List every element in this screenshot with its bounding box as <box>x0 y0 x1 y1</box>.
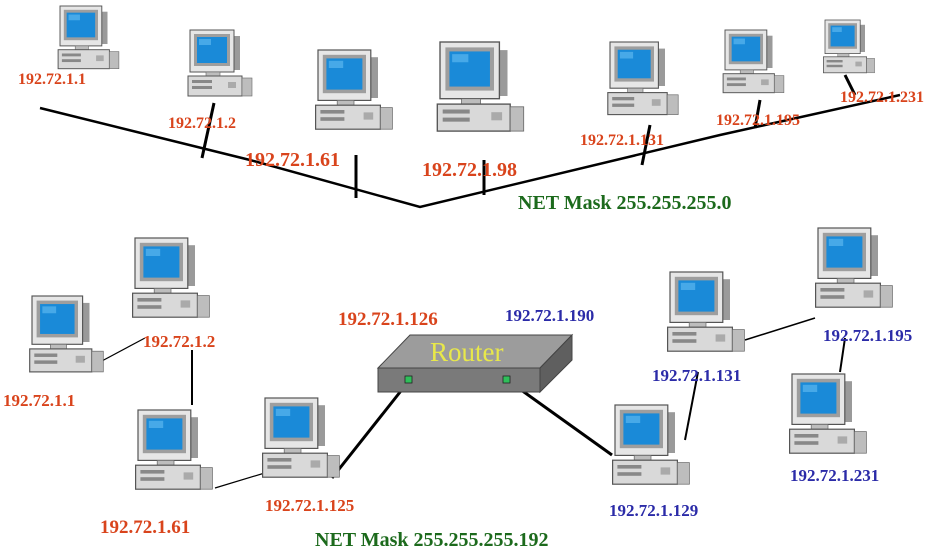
desktop-computer-icon <box>57 5 120 70</box>
bottom-network <box>29 227 894 490</box>
top-host-ip-2: 192.72.1.2 <box>168 115 236 132</box>
desktop-computer-icon <box>29 295 104 373</box>
desktop-computer-icon <box>788 373 868 454</box>
top-host-ip-5: 192.72.1.131 <box>580 132 664 149</box>
router-left-port <box>404 375 413 384</box>
top-host-ip-7: 192.72.1.231 <box>840 89 924 106</box>
link-1-195-to-1-231 <box>839 337 846 373</box>
router-right-port <box>502 375 511 384</box>
link-router-to-1-129 <box>509 380 613 457</box>
right-host-ip-2: 192.72.1.195 <box>823 326 913 345</box>
desktop-computer-icon <box>132 237 211 318</box>
desktop-computer-icon <box>814 227 894 308</box>
top-host-ip-4: 192.72.1.98 <box>422 159 517 181</box>
left-host-ip-3: 192.72.1.61 <box>100 517 191 538</box>
desktop-computer-icon <box>187 29 253 97</box>
desktop-computer-icon <box>607 41 679 116</box>
link-1-129-to-1-131 <box>684 371 699 441</box>
left-host-ip-1: 192.72.1.1 <box>3 391 76 410</box>
desktop-computer-icon <box>823 19 875 74</box>
left-host-ip-2: 192.72.1.2 <box>143 332 216 351</box>
desktop-computer-icon <box>262 397 340 478</box>
link-1-131-to-1-195 <box>744 317 816 341</box>
router-left-ip: 192.72.1.126 <box>338 309 438 330</box>
right-host-ip-3: 192.72.1.129 <box>609 501 699 520</box>
link-1-1-to-1-2 <box>99 337 146 363</box>
desktop-computer-icon <box>315 49 393 130</box>
desktop-computer-icon <box>666 271 746 352</box>
top-drop-5 <box>640 124 652 166</box>
top-host-ip-1: 192.72.1.1 <box>18 71 86 88</box>
top-host-ip-6: 192.72.1.195 <box>716 112 800 129</box>
router-icon <box>376 333 574 394</box>
top-net-mask: NET Mask 255.255.255.0 <box>518 192 732 214</box>
top-drop-7 <box>843 74 857 96</box>
router-right-ip: 192.72.1.190 <box>505 306 595 325</box>
link-1-61-to-1-125 <box>214 471 269 489</box>
link-1-125-to-router <box>330 381 410 479</box>
desktop-computer-icon <box>436 41 525 132</box>
top-bus-line <box>39 93 901 209</box>
top-drop-2 <box>200 102 216 159</box>
desktop-computer-icon <box>722 29 785 94</box>
top-drop-6 <box>753 99 762 129</box>
left-host-ip-4: 192.72.1.125 <box>265 496 355 515</box>
right-host-ip-1: 192.72.1.131 <box>652 366 742 385</box>
router-label: Router <box>430 337 504 367</box>
right-host-ip-4: 192.72.1.231 <box>790 466 880 485</box>
bottom-net-mask: NET Mask 255.255.255.192 <box>315 529 549 551</box>
desktop-computer-icon <box>611 404 691 485</box>
top-network <box>39 5 901 209</box>
desktop-computer-icon <box>135 409 214 490</box>
top-host-ip-3: 192.72.1.61 <box>245 149 340 171</box>
